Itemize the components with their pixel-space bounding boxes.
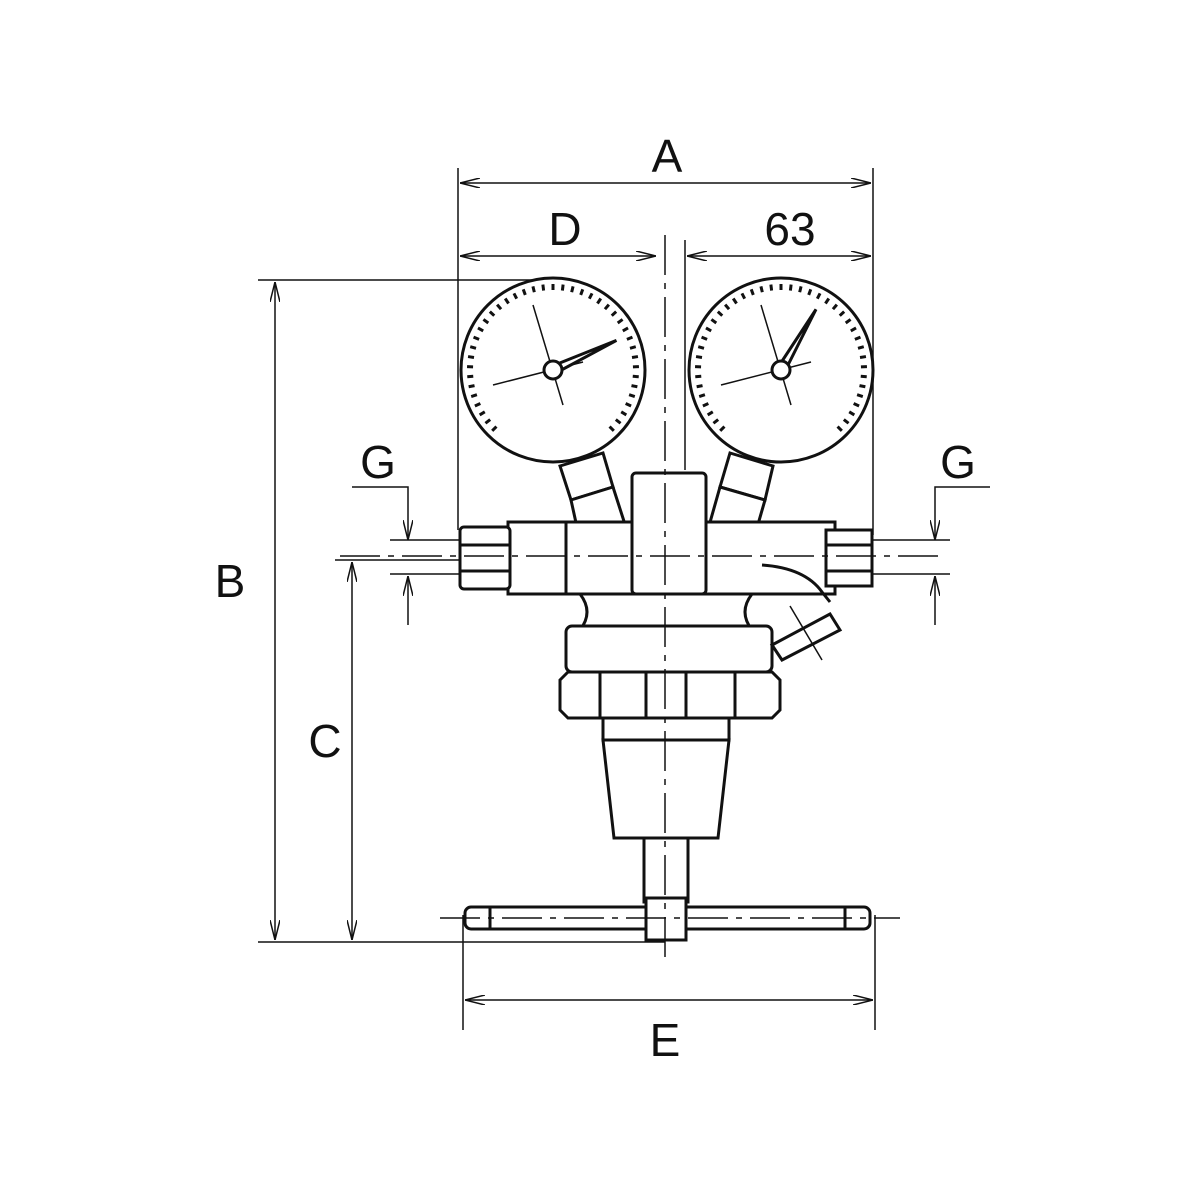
gauge-left-tick bbox=[603, 303, 610, 311]
gauge-left-crosshair bbox=[532, 304, 564, 406]
gauge-right-tick bbox=[859, 384, 866, 389]
label-g-left: G bbox=[360, 436, 396, 488]
dimension-lines bbox=[275, 183, 990, 1000]
gauge-left-tick bbox=[596, 297, 603, 305]
gauge-right-tick bbox=[698, 393, 706, 399]
gauge-right-tick bbox=[815, 292, 822, 300]
gauge-right-tick bbox=[712, 418, 720, 425]
gauge-left-tick bbox=[491, 425, 498, 432]
gauge-right-tick bbox=[716, 310, 724, 317]
label-e: E bbox=[650, 1014, 681, 1066]
gauge-left-tick bbox=[477, 326, 484, 333]
gauge-left-tick bbox=[579, 288, 585, 296]
gauge-left-tick bbox=[631, 384, 638, 389]
gauge-right-tick bbox=[759, 286, 764, 293]
gauge-right-tick bbox=[697, 345, 705, 350]
gauge-left-tick bbox=[620, 410, 628, 417]
gauge-right-crosshair bbox=[760, 304, 792, 406]
gauge-left-tick bbox=[608, 425, 615, 432]
gauge-left-tick bbox=[478, 410, 486, 417]
gauge-left-tick bbox=[467, 355, 475, 359]
gauge-right-tick bbox=[769, 284, 774, 291]
gauge-left-tick bbox=[503, 297, 510, 305]
gauge-right-tick bbox=[798, 286, 803, 293]
gauge-right-tick bbox=[724, 303, 731, 311]
gauge-left-tick bbox=[541, 284, 546, 291]
gauge-left-tick bbox=[629, 345, 637, 350]
gauge-right-tick bbox=[853, 402, 860, 408]
gauge-left-tick bbox=[560, 284, 565, 291]
gauge-right-tick bbox=[857, 345, 865, 350]
gauge-right-tick bbox=[824, 297, 831, 305]
gauge-left-tick bbox=[468, 384, 475, 389]
gauge-left-tick bbox=[610, 310, 618, 317]
gauge-right-tick bbox=[788, 284, 793, 291]
gauge-left-tick bbox=[531, 286, 536, 293]
gauge-right-tick bbox=[831, 303, 838, 311]
gauge-left-tick bbox=[521, 288, 527, 296]
gauge-left-tick bbox=[482, 318, 490, 325]
gauge-right-tick bbox=[740, 292, 747, 300]
gauge-right-tick bbox=[702, 402, 709, 408]
gauge-right-tick bbox=[859, 355, 867, 359]
gauge-right-tick bbox=[807, 288, 813, 296]
gauges bbox=[459, 276, 875, 464]
gauge-left-tick bbox=[587, 292, 594, 300]
gauge-left-tick bbox=[614, 418, 622, 425]
gauge-right-tick bbox=[695, 355, 703, 359]
gauge-right-tick bbox=[844, 318, 852, 325]
center-lines bbox=[340, 235, 940, 960]
gauge-left-hub bbox=[542, 359, 564, 381]
gauge-right-tick bbox=[749, 288, 755, 296]
gauge-left-tick bbox=[469, 345, 477, 350]
gauge-left-tick bbox=[472, 335, 480, 341]
gauge-left-tick bbox=[626, 335, 634, 341]
gauge-left-tick bbox=[484, 418, 492, 425]
gauge-right-tick bbox=[836, 425, 843, 432]
gauge-right-tick bbox=[706, 410, 714, 417]
gauge-left-tick bbox=[512, 292, 519, 300]
gauge-right-tick bbox=[705, 326, 712, 333]
gauge-right-tick bbox=[700, 335, 708, 341]
label-c: C bbox=[308, 715, 341, 767]
gauge-left-tick bbox=[616, 318, 624, 325]
label-63: 63 bbox=[764, 203, 815, 255]
gauge-left-tick bbox=[470, 393, 478, 399]
gauge-right-tick bbox=[719, 425, 726, 432]
gauge-left-tick bbox=[570, 286, 575, 293]
label-a: A bbox=[652, 130, 683, 182]
gauge-right-tick bbox=[842, 418, 850, 425]
gauge-right-tick bbox=[710, 318, 718, 325]
gauge-left-tick bbox=[622, 326, 629, 333]
gauge-right-tick bbox=[838, 310, 846, 317]
gauge-left-tick bbox=[631, 355, 639, 359]
gauge-left-tick bbox=[488, 310, 496, 317]
gauge-right-tick bbox=[731, 297, 738, 305]
gauge-right-tick bbox=[854, 335, 862, 341]
label-g-right: G bbox=[940, 436, 976, 488]
gauge-left-tick bbox=[625, 402, 632, 408]
gauge-left-tick bbox=[628, 393, 636, 399]
gauge-right-hub bbox=[770, 359, 792, 381]
regulator-body bbox=[458, 451, 874, 942]
label-b: B bbox=[215, 555, 246, 607]
gauge-right-tick bbox=[850, 326, 857, 333]
gauge-right-tick bbox=[856, 393, 864, 399]
gauge-right-crosshair bbox=[720, 361, 812, 386]
extension-lines bbox=[258, 168, 876, 1030]
gauge-left-tick bbox=[496, 303, 503, 311]
label-d: D bbox=[548, 203, 581, 255]
gauge-right-tick bbox=[696, 384, 703, 389]
gauge-left-tick bbox=[474, 402, 481, 408]
gauge-right-tick bbox=[848, 410, 856, 417]
